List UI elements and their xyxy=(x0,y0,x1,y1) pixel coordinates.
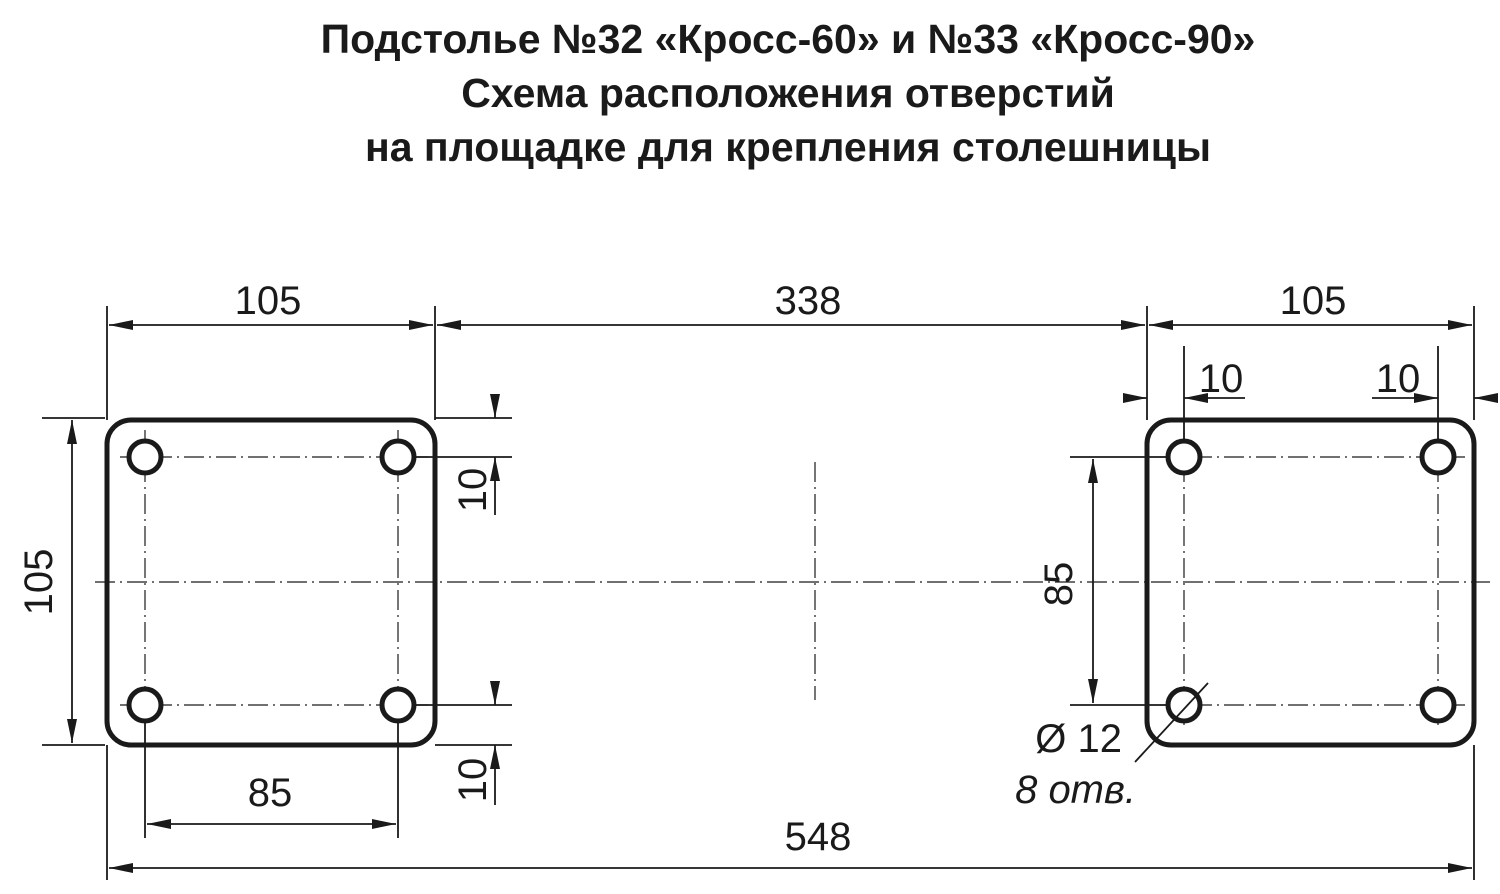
dim-right-plate-width: 105 xyxy=(1280,279,1347,323)
title-line-2: Схема расположения отверстий xyxy=(461,70,1115,116)
hole-right-bottom-right xyxy=(1419,686,1457,724)
hole-left-top-left xyxy=(126,438,164,476)
title-line-1: Подстолье №32 «Кросс-60» и №33 «Кросс-90… xyxy=(320,16,1256,62)
dim-left-hole-spacing-x: 85 xyxy=(248,771,293,815)
hole-right-top-left xyxy=(1165,438,1203,476)
diameter-leader xyxy=(1134,682,1209,763)
dim-right-hole-spacing-y: 85 xyxy=(1037,562,1081,607)
center-lines xyxy=(95,430,1490,725)
dim-hole-count: 8 отв. xyxy=(1015,768,1136,812)
dim-right-hole-offset-left: 10 xyxy=(1199,357,1244,401)
dimension-lines xyxy=(67,320,1498,873)
hole-left-bottom-right xyxy=(379,686,417,724)
dim-right-hole-offset-right: 10 xyxy=(1376,357,1421,401)
hole-left-bottom-left xyxy=(126,686,164,724)
right-mounting-plate xyxy=(1144,417,1477,748)
mounting-holes xyxy=(126,438,1457,724)
hole-right-bottom-left xyxy=(1165,686,1203,724)
drawing-title: Подстолье №32 «Кросс-60» и №33 «Кросс-90… xyxy=(0,12,1500,174)
dim-left-hole-offset-bottom: 10 xyxy=(451,758,495,803)
dim-left-hole-offset-top: 10 xyxy=(451,468,495,513)
dim-left-plate-height: 105 xyxy=(17,549,61,616)
dim-hole-diameter: Ø 12 xyxy=(1035,717,1122,761)
dim-left-plate-width: 105 xyxy=(235,279,302,323)
dim-gap-between-plates: 338 xyxy=(775,279,842,323)
hole-left-top-right xyxy=(379,438,417,476)
hole-right-top-right xyxy=(1419,438,1457,476)
left-mounting-plate xyxy=(104,417,438,748)
dim-overall-length: 548 xyxy=(785,815,852,859)
title-line-3: на площадке для крепления столешницы xyxy=(364,124,1212,170)
